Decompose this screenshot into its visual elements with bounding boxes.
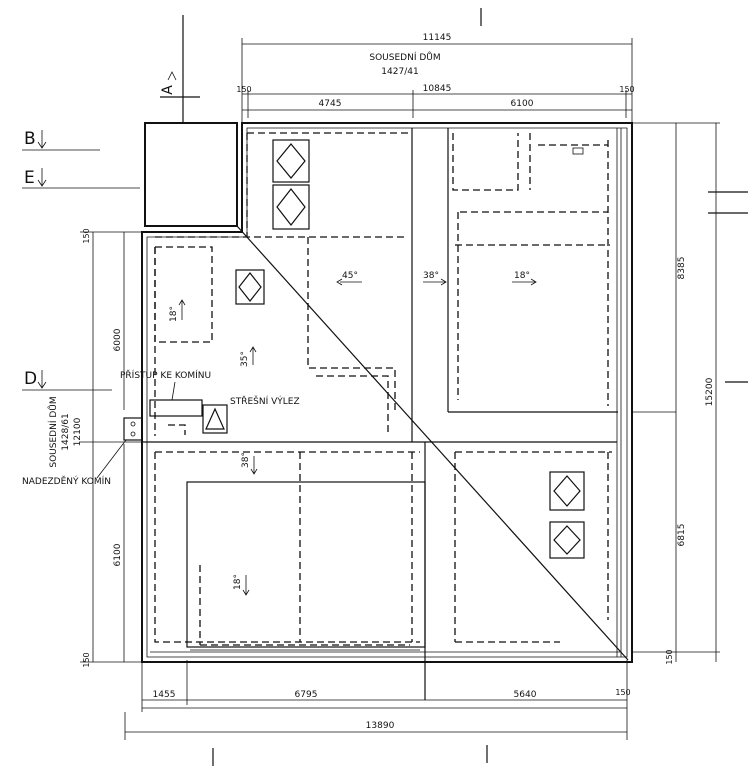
slope-18-top: 18° — [514, 271, 530, 281]
dimension-lines: 11145 10845 4745 6100 150 150 8385 15200… — [80, 33, 720, 740]
slope-45: 45° — [342, 271, 358, 281]
roof-exit-icon — [202, 404, 228, 434]
slope-35: 35° — [240, 351, 250, 367]
dim-right-edge-bottom: 150 — [665, 649, 674, 664]
slope-arrows: 45° 38° 18° 18° 35° 38° 18° — [169, 271, 537, 596]
roof-exit-label: STŘEŠNÍ VÝLEZ — [230, 395, 300, 407]
neighbor-left-extra: 12100 — [73, 417, 83, 446]
dim-left-edge-bottom: 150 — [82, 652, 91, 667]
roof-lines — [142, 128, 629, 700]
dim-top-inner: 10845 — [423, 84, 452, 94]
section-mark-d: D — [24, 369, 37, 389]
ventilator-icon — [235, 269, 265, 305]
vent-lower-right-icon — [549, 471, 585, 559]
dim-bottom-total: 13890 — [366, 721, 395, 731]
annotations: SOUSEDNÍ DŮM 1427/41 SOUSEDNÍ DŮM 1428/6… — [22, 51, 441, 487]
neighbor-top-label: SOUSEDNÍ DŮM — [369, 51, 440, 63]
chimney-vent-icon — [272, 139, 310, 230]
dim-bottom-c: 5640 — [514, 690, 537, 700]
dim-right-lower: 6815 — [677, 524, 687, 547]
skylight-lower — [186, 481, 426, 648]
slope-18-bottom: 18° — [233, 574, 243, 590]
slope-38-top: 38° — [423, 271, 439, 281]
slope-38-bottom: 38° — [241, 452, 251, 468]
neighbor-top-number: 1427/41 — [381, 67, 418, 77]
raised-chimney-icon — [123, 417, 143, 441]
dim-left-lower: 6100 — [113, 543, 123, 566]
dim-top-total: 11145 — [423, 33, 452, 43]
dim-right-upper: 8385 — [677, 257, 687, 280]
dim-bottom-b: 6795 — [295, 690, 318, 700]
dim-top-edge-right: 150 — [619, 85, 634, 94]
section-marks: A B E D — [22, 8, 748, 766]
section-mark-e: E — [24, 168, 35, 188]
neighbor-left-label: SOUSEDNÍ DŮM — [47, 396, 59, 467]
section-mark-b: B — [24, 129, 36, 149]
dim-right-total: 15200 — [705, 377, 715, 406]
section-mark-a: A — [160, 85, 176, 95]
roof-fixtures — [123, 139, 585, 559]
dim-bottom-a: 1455 — [153, 690, 176, 700]
dim-left-upper: 6000 — [113, 328, 123, 351]
dim-top-right: 6100 — [511, 99, 534, 109]
dashed-panels — [154, 132, 612, 646]
raised-chimney-label: NADEZDĚNÝ KOMÍN — [22, 475, 111, 487]
dim-top-left: 4745 — [319, 99, 342, 109]
dim-bottom-edge-right: 150 — [615, 688, 630, 697]
slope-18-left: 18° — [169, 306, 179, 322]
access-ladder — [149, 399, 203, 417]
access-chimney-label: PŘÍSTUP KE KOMÍNU — [120, 369, 211, 381]
stair-tower — [144, 122, 238, 227]
dim-top-edge-left: 150 — [236, 85, 251, 94]
neighbor-left-number: 1428/61 — [61, 413, 71, 450]
dim-left-edge-top: 150 — [82, 228, 91, 243]
